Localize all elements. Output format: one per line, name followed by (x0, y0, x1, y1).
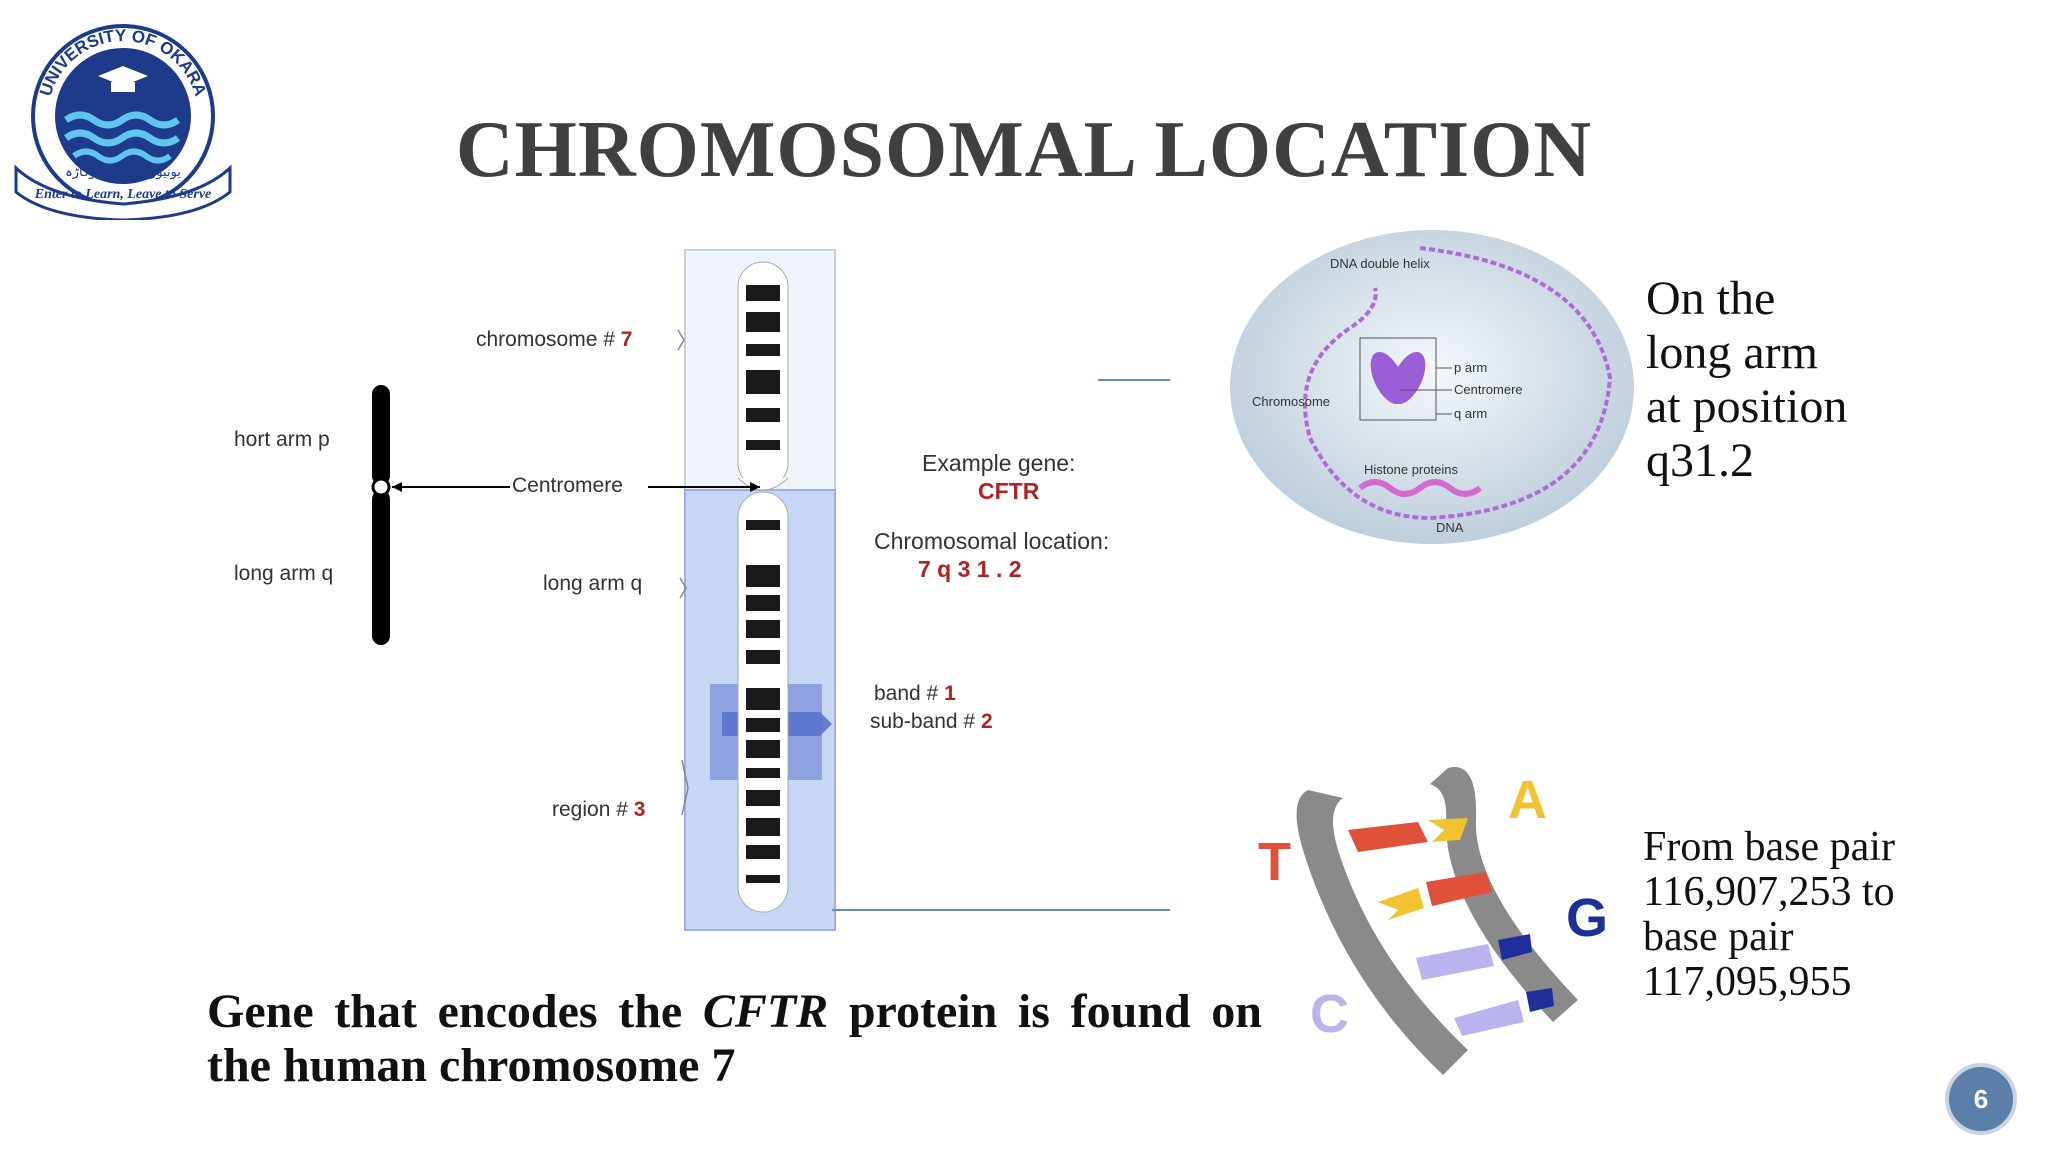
university-logo: UNIVERSITY OF OKARA Enter to Learn, Leav… (8, 8, 236, 222)
subband-label: sub-band # 2 (870, 710, 993, 733)
gene-name: CFTR (978, 478, 1040, 504)
band-label: band # 1 (874, 682, 956, 705)
svg-text:DNA: DNA (1436, 520, 1464, 535)
base-pair-range: From base pair 116,907,253 to base pair … (1643, 824, 1895, 1005)
slide-title: CHROMOSOMAL LOCATION (455, 106, 1593, 194)
short-arm-label: hort arm p (234, 428, 330, 451)
svg-text:Histone proteins: Histone proteins (1364, 462, 1458, 477)
svg-text:q arm: q arm (1454, 406, 1487, 421)
chromosomal-location-label: Chromosomal location: (874, 528, 1110, 554)
long-arm-left-label: long arm q (234, 562, 334, 585)
slide-caption: Gene that encodes the CFTR protein is fo… (207, 985, 1262, 1092)
dna-inset-image: DNA double helix Chromosome p arm Centro… (1230, 228, 1635, 546)
svg-text:A: A (1508, 770, 1547, 830)
example-gene-label: Example gene: (922, 450, 1076, 476)
svg-text:Centromere: Centromere (1454, 382, 1523, 397)
page-number-badge: 6 (1945, 1063, 2017, 1135)
svg-text:C: C (1310, 984, 1349, 1044)
chromosome-diagram: chromosome # 7 hort arm p long arm q Cen… (220, 240, 1170, 940)
location-code: 7 q 3 1 . 2 (918, 556, 1022, 582)
svg-text:Chromosome: Chromosome (1252, 394, 1330, 409)
svg-text:p arm: p arm (1454, 360, 1487, 375)
svg-text:G: G (1566, 888, 1608, 948)
region-label: region # 3 (552, 798, 646, 821)
chromosome-number-label: chromosome # 7 (476, 328, 633, 351)
logo-urdu: یونیورسٹی آف اوکاڑہ (65, 163, 181, 180)
logo-motto: Enter to Learn, Leave to Serve (34, 187, 212, 202)
centromere-label: Centromere (512, 474, 623, 497)
location-description: On the long arm at position q31.2 (1646, 272, 1848, 487)
svg-text:T: T (1258, 832, 1291, 892)
long-arm-q-label: long arm q (543, 572, 643, 595)
svg-text:DNA double helix: DNA double helix (1330, 256, 1430, 271)
base-pair-ladder-image: T A G C (1248, 760, 1638, 1085)
